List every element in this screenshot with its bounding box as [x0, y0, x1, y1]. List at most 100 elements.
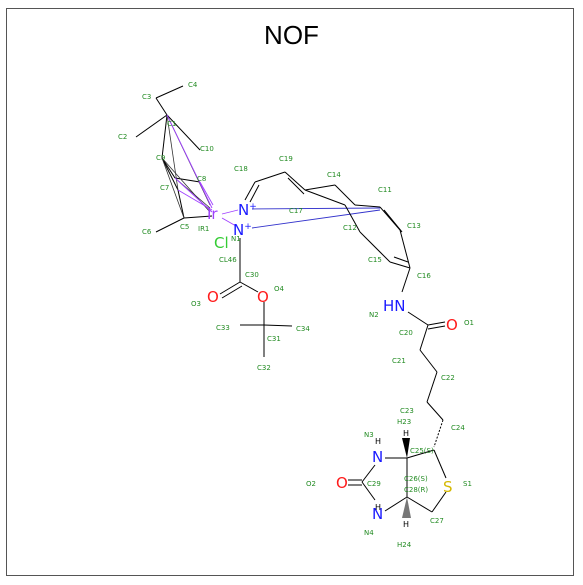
label-n1: N1	[231, 235, 241, 243]
bond-c15-c16-double	[393, 256, 409, 263]
bond-c31-c34	[263, 324, 293, 327]
atom-s: S	[443, 478, 453, 496]
bond-c16-n2	[401, 267, 411, 293]
label-c32: C32	[257, 364, 271, 372]
bond-n3-c29	[361, 464, 376, 483]
label-c10: C10	[200, 145, 214, 153]
label-c22: C22	[441, 374, 455, 382]
atom-nh-amide: HN	[383, 297, 406, 315]
atom-o-amide: O	[446, 316, 458, 334]
label-c13: C13	[407, 222, 421, 230]
bond-c27-c28	[406, 496, 433, 513]
bond-c14-c17	[304, 189, 346, 206]
bond-n-c17	[251, 207, 381, 210]
label-c15: C15	[368, 256, 382, 264]
label-c6: C6	[142, 228, 152, 236]
label-n4: N4	[364, 529, 374, 537]
bond-c15-c16	[389, 261, 411, 269]
bond-ir-c1	[166, 114, 213, 209]
atom-o-boc-ester: O	[257, 288, 269, 306]
bond-c30-o3	[219, 281, 241, 295]
bond-c5-ir	[183, 215, 213, 219]
bond-c20-o1-double	[427, 325, 446, 330]
boc-group	[219, 238, 293, 357]
label-c24: C24	[451, 424, 465, 432]
bond-ir-n2	[221, 217, 237, 227]
atom-ir: Ir	[207, 205, 218, 223]
atom-n-urea-top: N	[372, 448, 383, 466]
label-c23: C23	[400, 407, 414, 415]
label-n2: N2	[369, 311, 379, 319]
label-cl46: CL46	[219, 256, 237, 264]
label-c3: C3	[142, 93, 151, 101]
bond-c1-c10	[166, 114, 201, 151]
alkyl-chain	[407, 311, 446, 448]
bond-c7-c5	[177, 189, 185, 219]
label-ir1: IR1	[198, 225, 209, 233]
bond-c13-c16-double	[383, 209, 403, 233]
label-c9: C9	[156, 154, 165, 162]
diagram-frame	[6, 8, 574, 576]
bond-ir-c8	[174, 177, 213, 213]
atom-n-plus-2: N+	[233, 221, 252, 239]
bond-ring-3	[166, 114, 179, 191]
label-c27: C27	[430, 517, 444, 525]
label-c26s: C26(S)	[404, 475, 428, 483]
bond-c19-c14-double	[287, 177, 305, 195]
label-h24: H24	[397, 541, 412, 549]
atom-index-labels: C4 C3 C1 C2 C10 C9 C8 C7 C5 C6 IR1 N1 CL…	[118, 81, 474, 549]
label-c19: C19	[279, 155, 293, 163]
label-c34: C34	[296, 325, 310, 333]
bond-c23-c24	[426, 401, 444, 421]
atom-o-urea: O	[336, 474, 348, 492]
label-o4: O4	[274, 285, 285, 293]
label-o1: O1	[464, 319, 474, 327]
label-c8: C8	[197, 175, 206, 183]
bond-s1-c27	[431, 491, 447, 513]
bond-c21-c22	[419, 349, 438, 373]
atom-h-urea-top: H	[375, 437, 381, 446]
bond-c18-c19	[254, 171, 286, 183]
label-o3: O3	[191, 300, 201, 308]
bond-c30-o4	[239, 281, 259, 293]
label-c30: C30	[245, 271, 259, 279]
bond-ring-c11	[334, 184, 356, 206]
ir-coordination	[221, 207, 381, 229]
bond-c22-c23	[426, 371, 438, 403]
bond-c16	[399, 229, 411, 269]
label-c17: C17	[289, 207, 303, 215]
label-c33: C33	[216, 324, 230, 332]
label-c5: C5	[180, 223, 189, 231]
label-c31: C31	[267, 335, 281, 343]
label-c1: C1	[167, 120, 176, 128]
bond-c20-c21	[419, 324, 429, 351]
bond-c14-ext	[304, 184, 336, 191]
bond-c12	[344, 204, 361, 233]
diagram-title: NOF	[264, 20, 319, 50]
label-c29: C29	[367, 480, 381, 488]
bond-c24-c25-hash	[433, 419, 444, 448]
label-c4: C4	[188, 81, 198, 89]
label-h23: H23	[397, 418, 411, 426]
bond-c29-n4	[361, 481, 376, 501]
label-c12: C12	[343, 224, 357, 232]
label-c18: C18	[234, 165, 248, 173]
bond-ring-1	[161, 157, 185, 219]
bond-c11-c13	[354, 204, 381, 208]
atom-o-boc-carbonyl: O	[207, 288, 219, 306]
bond-ir-n1	[221, 209, 239, 215]
wedge-h24	[402, 497, 411, 518]
bond-c3-c4	[155, 85, 184, 99]
atom-n-plus-1: N+	[238, 201, 257, 219]
atom-n-urea-bottom: N	[372, 505, 383, 523]
bond-n2-c20	[407, 311, 429, 326]
label-s1: S1	[463, 480, 472, 488]
label-c14: C14	[327, 171, 341, 179]
atom-cl: Cl	[214, 234, 229, 252]
bond-c12-c15	[359, 231, 391, 263]
bond-n-c18-double	[249, 184, 260, 203]
bond-c1-c9	[161, 114, 168, 159]
atom-h-stereo-bottom: H	[403, 520, 409, 529]
aromatic-rings	[244, 171, 411, 293]
